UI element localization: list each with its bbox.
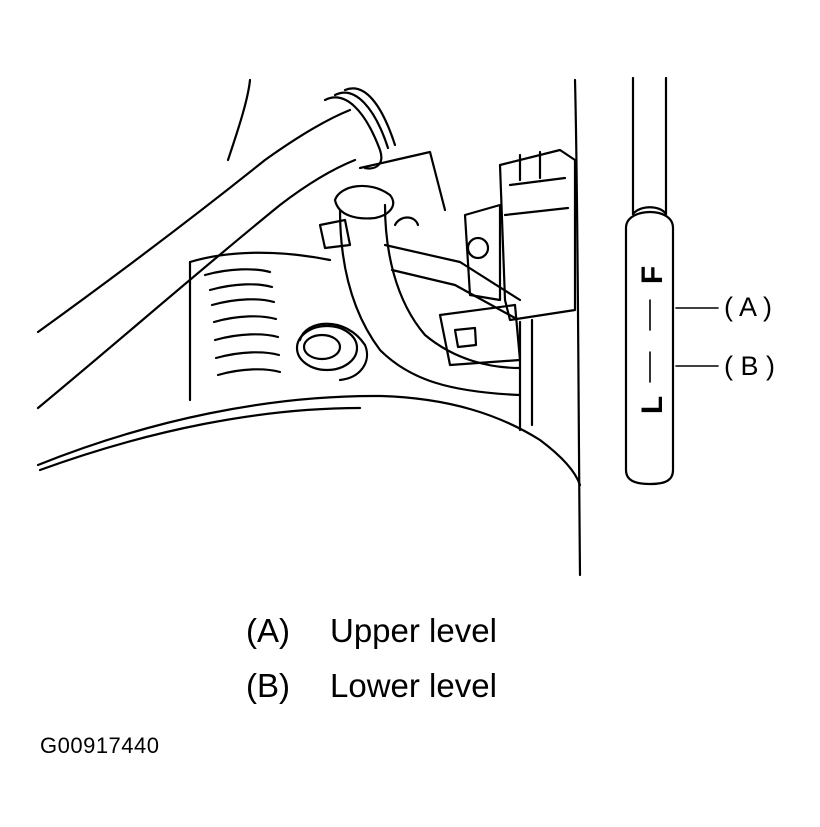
legend-text: Lower level [330, 667, 497, 704]
legend-item-lower-level: (B) Lower level [246, 667, 497, 705]
legend-key: (B) [246, 667, 290, 704]
callout-b-label: ( B ) [724, 351, 775, 381]
dipstick: F L [624, 76, 675, 486]
legend-key: (A) [246, 612, 290, 649]
engine-bay-drawing [36, 78, 582, 577]
low-mark-label: L [636, 396, 669, 414]
legend-text: Upper level [330, 612, 497, 649]
callout-a-label: ( A ) [724, 292, 772, 322]
callouts: ( A ) ( B ) [675, 292, 775, 381]
legend-item-upper-level: (A) Upper level [246, 612, 497, 650]
figure-code: G00917440 [40, 733, 160, 758]
full-mark-label: F [636, 266, 669, 284]
